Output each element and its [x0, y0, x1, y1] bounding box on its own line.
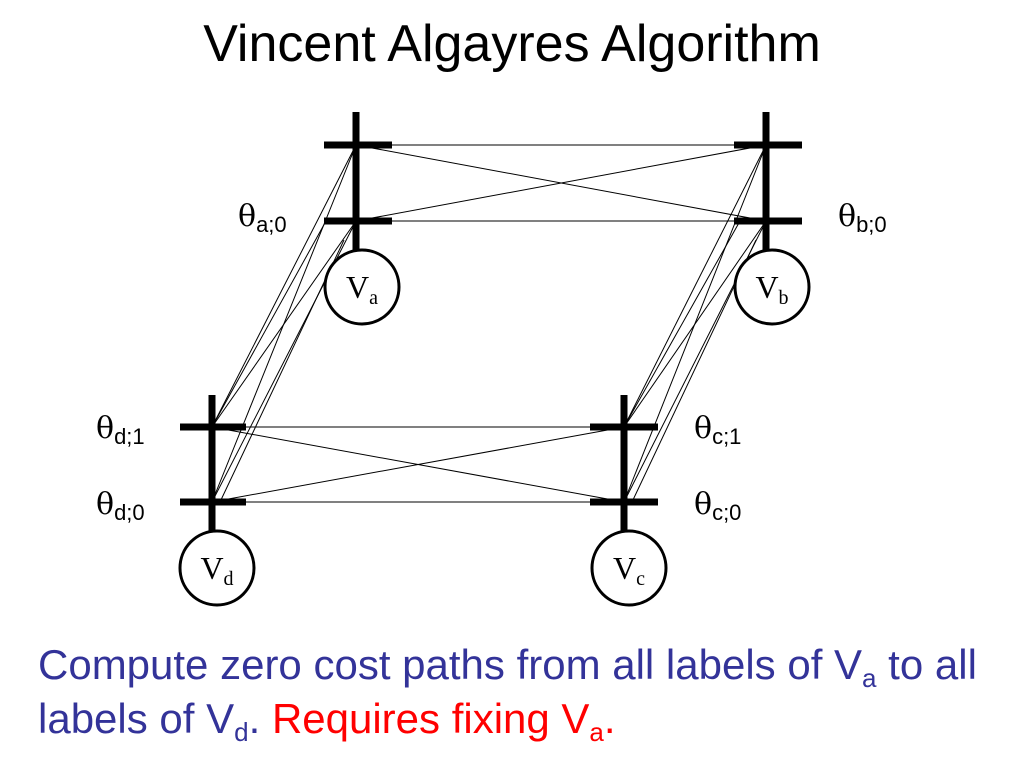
edge [211, 220, 327, 428]
edge [623, 144, 767, 428]
edge [211, 144, 357, 428]
caption-part1: Compute zero cost paths from all labels … [38, 641, 863, 688]
edge [623, 220, 741, 428]
caption-red-text: Requires fixing V [271, 695, 590, 742]
label-theta-b0: θb;0 [838, 199, 887, 237]
label-theta-c0: θc;0 [694, 487, 741, 525]
label-theta-c1: θc;1 [694, 411, 741, 449]
svg-text:Vd: Vd [200, 550, 233, 590]
caption-red-sub: a [589, 717, 604, 747]
edge [623, 220, 767, 428]
node-d: Vd [178, 529, 256, 607]
label-theta-d1: θd;1 [96, 411, 145, 449]
label-stacks [180, 112, 802, 532]
edge [355, 144, 767, 222]
node-c: Vc [590, 529, 668, 607]
nodes: Va Vb Vd Vc [178, 248, 811, 607]
svg-text:Va: Va [346, 269, 378, 309]
edges [211, 144, 767, 503]
node-a: Va [323, 248, 401, 326]
node-b: Vb [733, 248, 811, 326]
caption-red-end: . [603, 695, 616, 742]
caption-sub1: a [862, 663, 877, 693]
label-theta-d0: θd;0 [96, 487, 145, 525]
edge [219, 239, 345, 503]
caption-highlight: Requires fixing Va. [271, 695, 616, 745]
caption-sub2: d [234, 717, 249, 747]
svg-text:Vb: Vb [755, 269, 788, 309]
caption-part3: . [248, 695, 272, 742]
edge [211, 426, 625, 503]
label-theta-a0: θa;0 [238, 199, 287, 237]
edge [211, 220, 357, 428]
caption-part2: to all labels of V [38, 641, 977, 742]
slide-title: Vincent Algayres Algorithm [203, 15, 821, 73]
svg-text:Vc: Vc [613, 550, 645, 590]
caption-text: Compute zero cost paths from all labels … [38, 638, 998, 746]
theta-labels: θa;0 θb;0 θd;1 θd;0 θc;1 θc;0 [96, 199, 887, 525]
